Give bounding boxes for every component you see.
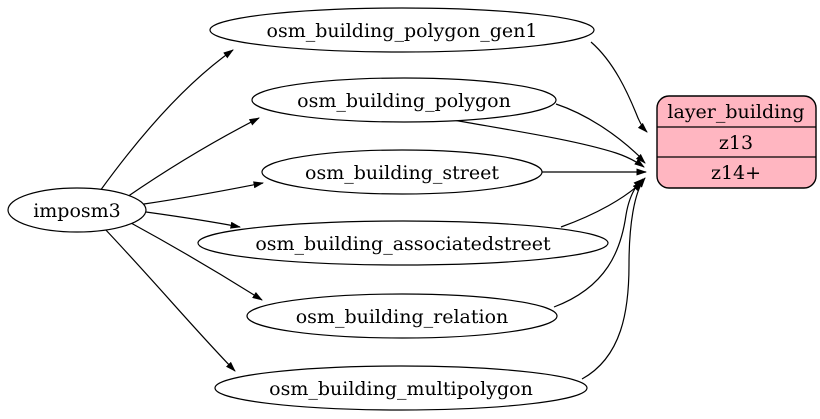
node-gen1-label: osm_building_polygon_gen1 [267, 20, 538, 42]
node-multipolygon-label: osm_building_multipolygon [269, 378, 533, 400]
edge-gen1-to-z13 [590, 41, 648, 133]
edge-polygon-to-z14-b [452, 119, 645, 168]
node-imposm3: imposm3 [7, 187, 147, 233]
edge-imposm3-to-relation [130, 222, 263, 301]
edge-multipolygon-to-z14 [581, 177, 646, 380]
node-layer-building: layer_building z13 z14+ [656, 95, 817, 189]
node-relation-label: osm_building_relation [296, 306, 509, 328]
edge-imposm3-to-polygon [126, 117, 260, 198]
edge-imposm3-to-gen1 [99, 49, 234, 192]
layer-building-row-z13: z13 [719, 132, 753, 154]
node-osm-building-street: osm_building_street [261, 149, 543, 195]
node-osm-building-polygon: osm_building_polygon [251, 77, 557, 123]
node-polygon-label: osm_building_polygon [297, 90, 511, 112]
edges-to-layer-building [452, 41, 648, 380]
edge-relation-to-z14 [553, 178, 644, 308]
node-imposm3-label: imposm3 [33, 200, 121, 222]
node-osm-building-polygon-gen1: osm_building_polygon_gen1 [209, 7, 595, 53]
node-osm-building-multipolygon: osm_building_multipolygon [214, 365, 588, 411]
edge-imposm3-to-street [143, 181, 264, 205]
node-osm-building-associatedstreet: osm_building_associatedstreet [197, 220, 609, 266]
node-street-label: osm_building_street [305, 162, 499, 184]
layer-building-title: layer_building [667, 101, 804, 123]
edge-imposm3-to-associatedstreet [145, 211, 241, 229]
layer-building-row-z14: z14+ [711, 162, 761, 184]
edges-from-imposm3 [99, 49, 264, 372]
edge-polygon-to-z14-a [555, 103, 646, 164]
node-osm-building-relation: osm_building_relation [246, 293, 558, 339]
edge-imposm3-to-multipolygon [103, 227, 236, 372]
node-associatedstreet-label: osm_building_associatedstreet [255, 233, 551, 255]
edge-associatedstreet-to-z14 [560, 181, 643, 228]
layer-building-box [656, 95, 817, 189]
